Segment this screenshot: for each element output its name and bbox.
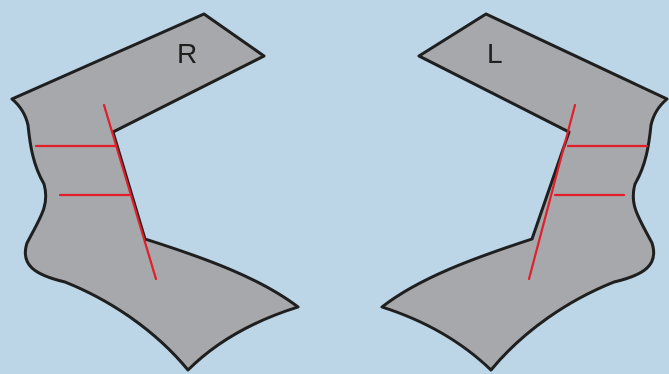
piece-right-shape bbox=[12, 14, 298, 370]
piece-right bbox=[12, 14, 298, 370]
piece-left bbox=[382, 14, 667, 370]
piece-right-label: R bbox=[177, 40, 197, 68]
piece-left-shape bbox=[382, 14, 667, 370]
piece-left-label: L bbox=[487, 40, 503, 68]
